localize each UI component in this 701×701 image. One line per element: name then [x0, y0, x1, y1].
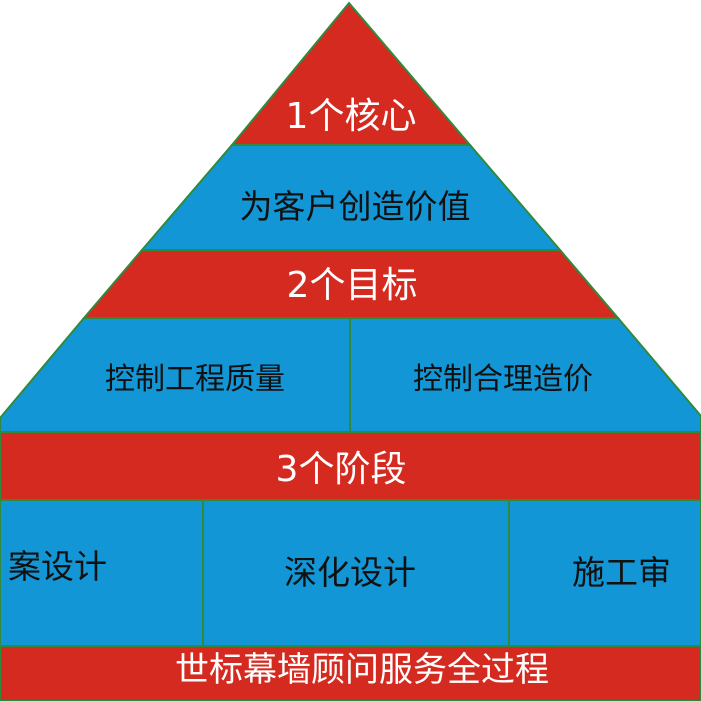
stages-label: 3个阶段: [276, 449, 407, 490]
tier-goal-2: [349, 317, 701, 433]
core-value-label: 为客户创造价值: [240, 187, 471, 226]
tier-stages: [0, 431, 701, 501]
footer-label: 世标幕墙顾问服务全过程: [175, 650, 549, 690]
goal-2-label: 控制合理造价: [413, 362, 593, 397]
stage-1-label: 案设计: [8, 547, 107, 586]
tier-stage-2: [202, 499, 510, 647]
goals-label: 2个目标: [287, 265, 418, 306]
stage-2-label: 深化设计: [284, 553, 416, 592]
core-label: 1个核心: [286, 96, 417, 137]
tier-footer: [0, 645, 701, 701]
tier-stage-3: [508, 499, 701, 647]
goal-1-label: 控制工程质量: [105, 362, 285, 397]
stage-3-label: 施工审: [572, 553, 671, 592]
tier-stage-1: [0, 499, 204, 647]
